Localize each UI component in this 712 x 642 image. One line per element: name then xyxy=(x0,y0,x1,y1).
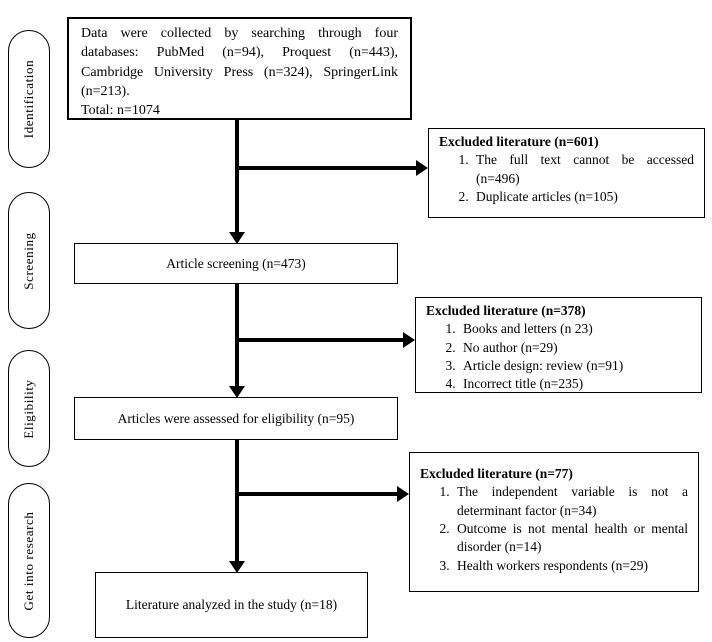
arrowhead-right-icon xyxy=(416,160,428,176)
stage-pill-identification: Identification xyxy=(8,30,50,168)
exclusion-item: Outcome is not mental health or mental d… xyxy=(453,520,688,557)
stage-label-eligibility: Eligibility xyxy=(21,378,36,439)
flow-line-screening-to-eligibility xyxy=(235,284,239,388)
stage-pill-screening: Screening xyxy=(8,192,50,329)
included-literature-box: Literature analyzed in the study (n=18) xyxy=(95,572,368,638)
flow-line-to-exclusion-378 xyxy=(237,338,404,342)
arrowhead-down-icon xyxy=(229,232,245,244)
exclusion-item: Article design: review (n=91) xyxy=(459,357,691,375)
exclusion-box-601: Excluded literature (n=601) The full tex… xyxy=(428,128,705,218)
source-total-text: Total: n=1074 xyxy=(81,103,160,119)
exclusion-box-378: Excluded literature (n=378) Books and le… xyxy=(415,297,702,393)
article-screening-text: Article screening (n=473) xyxy=(166,255,306,271)
exclusion-item: The full text cannot be accessed (n=496) xyxy=(472,151,694,188)
exclusion-box-77: Excluded literature (n=77) The independe… xyxy=(409,452,699,592)
flow-line-identification-to-screening xyxy=(235,120,239,234)
eligibility-assessment-box: Articles were assessed for eligibility (… xyxy=(74,397,398,440)
arrowhead-right-icon xyxy=(397,486,409,502)
flow-line-eligibility-to-included xyxy=(235,440,239,562)
stage-label-get-into-research: Get into research xyxy=(21,511,36,610)
arrowhead-right-icon xyxy=(403,332,415,348)
stage-label-screening: Screening xyxy=(21,231,36,290)
arrowhead-down-icon xyxy=(229,386,245,398)
article-screening-box: Article screening (n=473) xyxy=(74,243,398,284)
exclusion-title: Excluded literature (n=77) xyxy=(420,466,573,481)
arrowhead-down-icon xyxy=(229,561,245,573)
exclusion-title: Excluded literature (n=601) xyxy=(439,134,599,149)
exclusion-list: Books and letters (n 23) No author (n=29… xyxy=(426,320,691,393)
source-databases-box: Data were collected by searching through… xyxy=(67,17,412,120)
stage-pill-get-into-research: Get into research xyxy=(8,483,50,638)
exclusion-item: Books and letters (n 23) xyxy=(459,320,691,338)
flow-line-to-exclusion-77 xyxy=(237,492,398,496)
exclusion-list: The independent variable is not a determ… xyxy=(420,483,688,575)
exclusion-item: Health workers respondents (n=29) xyxy=(453,557,688,575)
exclusion-title: Excluded literature (n=378) xyxy=(426,303,586,318)
stage-pill-eligibility: Eligibility xyxy=(8,350,50,467)
exclusion-item: Incorrect title (n=235) xyxy=(459,375,691,393)
exclusion-item: No author (n=29) xyxy=(459,339,691,357)
stage-label-identification: Identification xyxy=(21,59,36,139)
exclusion-list: The full text cannot be accessed (n=496)… xyxy=(439,151,694,206)
exclusion-item: The independent variable is not a determ… xyxy=(453,483,688,520)
included-literature-text: Literature analyzed in the study (n=18) xyxy=(125,597,338,612)
source-databases-text: Data were collected by searching through… xyxy=(81,26,398,99)
exclusion-item: Duplicate articles (n=105) xyxy=(472,188,694,206)
flow-line-to-exclusion-601 xyxy=(237,166,417,170)
eligibility-assessment-text: Articles were assessed for eligibility (… xyxy=(117,410,355,426)
